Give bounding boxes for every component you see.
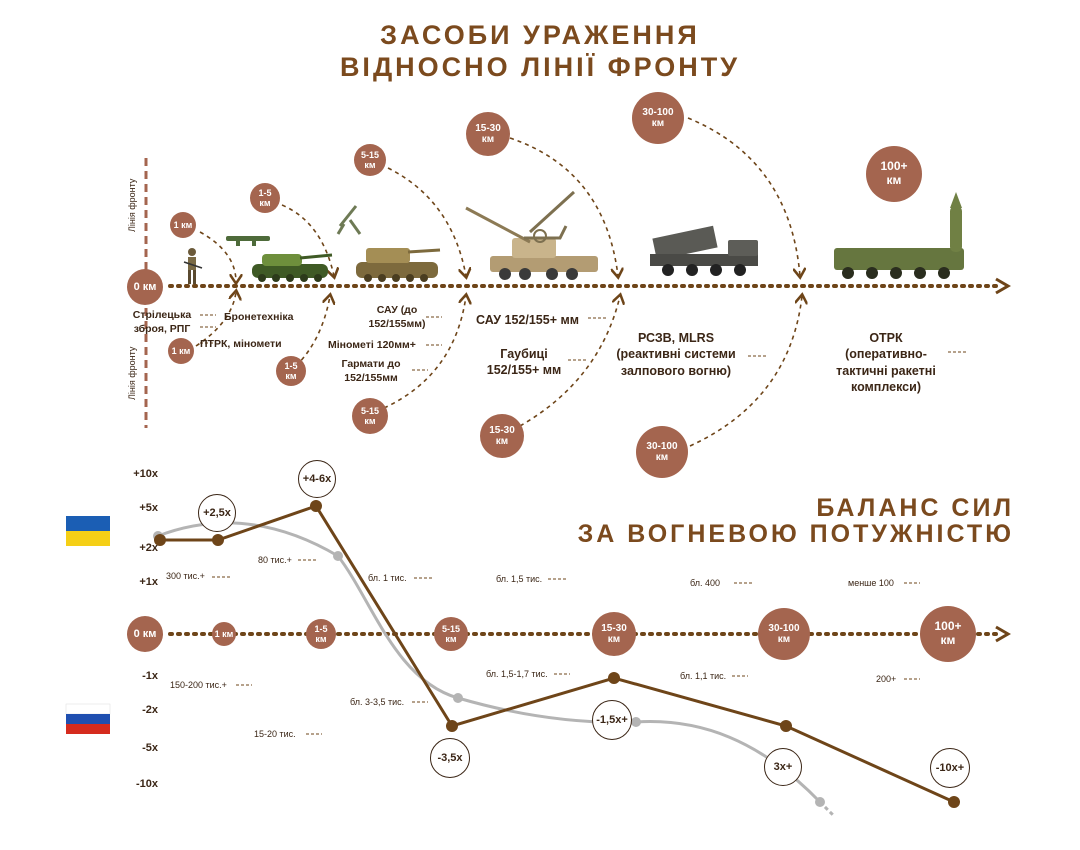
title-line2: ВІДНОСНО ЛІНІЇ ФРОНТУ [339,52,741,82]
ua-note-2: 80 тис.+ [258,555,292,565]
range-5-15km-top: 5-15 км [354,144,386,176]
ru-note-6: 200+ [876,674,897,684]
label-howitzers: Гаубиці 152/155+ мм [486,347,562,378]
ru-note-2: 15-20 тис. [254,729,296,739]
range-1km-bottom: 1 км [168,338,194,364]
y-label-plus2: +2x [139,542,158,554]
tank-green-icon [252,253,333,282]
ru-note-5: бл. 1,1 тис. [680,671,727,681]
ru-note-3: бл. 3-3,5 тис. [350,697,405,707]
y-label-plus5: +5x [139,502,158,514]
ring-plus2-5x: +2,5x [198,494,236,532]
russia-flag-icon [65,703,111,734]
ua-note-6: менше 100 [848,578,894,588]
ua-note-5: бл. 400 [690,578,721,588]
range-1km-top: 1 км [170,212,196,238]
label-otrk: ОТРК (оперативно- тактичні ракетні компл… [836,331,936,394]
range-15-30km-bottom: 15-30 км [480,414,524,458]
label-armor: Бронетехніка [224,311,294,323]
howitzer-icon [524,190,576,243]
balance-axis-1km: 1 км [212,622,236,646]
ring-minus3-5x: -3,5x [430,738,470,778]
range-30-100km-top: 30-100 км [632,92,684,144]
y-label-minus2: -2x [142,704,158,716]
balance-title-line2: ЗА ВОГНЕВОЮ ПОТУЖНІСТЮ [577,520,1014,548]
spg-khaki-icon [356,248,441,282]
balance-title-line1: БАЛАНС СИЛ [816,494,1014,522]
label-atgm-mortars: ПТРК, міномети [200,338,282,350]
y-label-minus5: -5x [142,742,158,754]
front-line-label-upper: Лінія фронту [127,178,137,232]
balance-axis-5-15km: 5-15 км [434,617,468,651]
balance-axis-100km: 100+ км [920,606,976,662]
front-line-label-lower: Лінія фронту [127,346,137,400]
bottom-axis-arrowhead [995,625,1011,643]
label-sau-small: САУ (до 152/155мм) [368,304,426,330]
ring-minus1-5x: -1,5x+ [592,700,632,740]
label-small-arms: Стрілецька зброя, РПГ [132,309,192,335]
range-5-15km-bottom: 5-15 км [352,398,388,434]
y-label-minus1: -1x [142,670,158,682]
range-15-30km-top: 15-30 км [466,112,510,156]
range-1-5km-top: 1-5 км [250,183,280,213]
label-mlrs: РСЗВ, MLRS (реактивні системи залпового … [616,331,736,378]
otrk-launcher-icon [834,192,964,279]
balance-axis-15-30km: 15-30 км [592,612,636,656]
rpg-launcher-icon [226,236,270,246]
ua-note-3: бл. 1 тис. [368,573,407,583]
mlrs-icon [650,225,758,276]
balance-axis-1-5km: 1-5 км [306,619,336,649]
balance-line-brown [160,504,955,804]
ua-note-1: 300 тис.+ [166,571,205,581]
ukraine-flag-icon [66,516,110,546]
label-pointers [200,314,966,371]
range-30-100km-bottom: 30-100 км [636,426,688,478]
label-mortar-120: Мінометі 120мм+ [328,339,416,351]
y-label-plus10: +10x [133,468,158,480]
ring-minus10x: -10x+ [930,748,970,788]
y-label-minus10: -10x [135,778,158,790]
balance-axis-0km: 0 км [127,616,163,652]
soldier-icon [183,248,203,284]
top-axis-arrowhead [995,277,1011,295]
label-sau-big: САУ 152/155+ мм [476,313,579,327]
range-1-5km-bottom: 1-5 км [276,356,306,386]
y-label-plus1: +1x [139,576,158,588]
title-line1: ЗАСОБИ УРАЖЕННЯ [380,20,700,50]
range-arrows-upper [199,117,800,282]
ua-note-4: бл. 1,5 тис. [496,574,543,584]
origin-bubble-top: 0 км [127,269,163,305]
range-arrows-lower [195,292,802,447]
note-pointers [212,559,920,735]
range-100km-top: 100+ км [866,146,922,202]
ring-plus4-6x: +4-6x [298,460,336,498]
ru-note-1: 150-200 тис.+ [170,680,227,690]
ring-3x: 3x+ [764,748,802,786]
balance-points-brown [154,500,960,808]
wheeled-spg-icon [465,206,598,280]
mortar-icon [336,205,362,235]
ru-note-4: бл. 1,5-1,7 тис. [486,669,548,679]
balance-axis-30-100km: 30-100 км [758,608,810,660]
label-guns: Гармати до 152/155мм [341,358,401,384]
